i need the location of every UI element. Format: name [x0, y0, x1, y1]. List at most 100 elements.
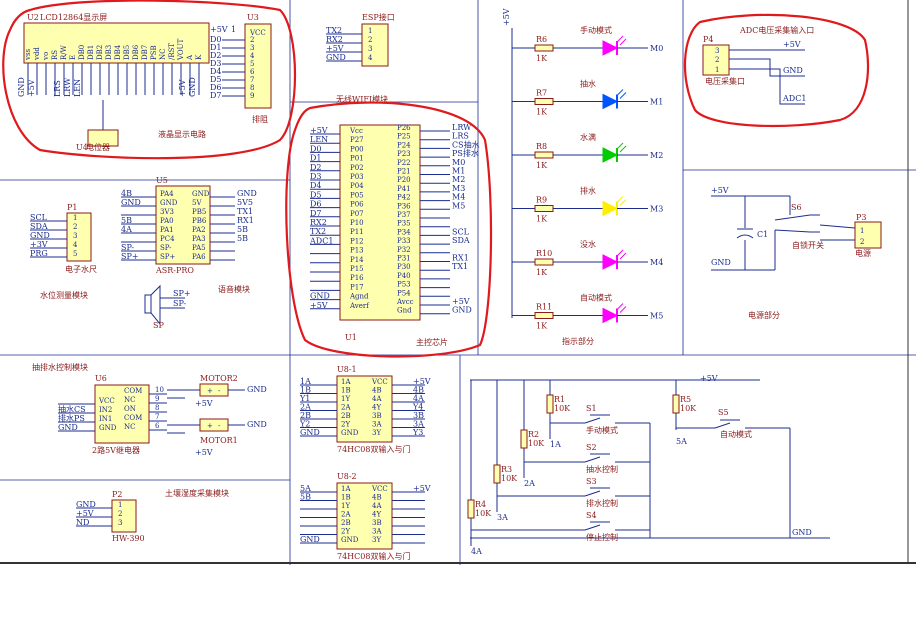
led-label: 水满 — [580, 132, 596, 142]
u3-name: 排阻 — [252, 114, 268, 124]
u1-left-pin: P16 — [350, 274, 364, 282]
u5-right-pin: PA5 — [192, 244, 206, 252]
region-dividers — [0, 0, 916, 565]
svg-text:VCC: VCC — [249, 29, 266, 37]
power-section: +5V GND C1 S6 自锁开关 P3 1 2 电源 — [711, 186, 882, 271]
svg-text:GND: GND — [247, 420, 267, 429]
key-label: 停止控制 — [586, 532, 618, 542]
gate-right-pin: 3Y — [372, 429, 381, 437]
u1-right-pin: P33 — [397, 237, 411, 245]
svg-text:-: - — [218, 387, 221, 395]
svg-text:ASR-PRO: ASR-PRO — [155, 266, 194, 275]
led-diode — [602, 200, 619, 217]
u3-pin-num: 6 — [250, 68, 255, 76]
u1-right-net: M3 — [452, 184, 465, 193]
u2-pin-label: DB6 — [132, 44, 140, 60]
u1-left-net: ADC1 — [309, 236, 333, 245]
p4-pin-num: 1 — [715, 66, 719, 74]
u1-right-pin: P31 — [397, 255, 411, 263]
u1-left-pin: P10 — [350, 219, 364, 227]
and-gate-u8-2: U8-2 74HC08双输入与门 1A5A1B5B1Y2A2B2YGNDGNDV… — [300, 472, 431, 561]
u6-pin-num: 8 — [155, 404, 159, 412]
key-ref: S3 — [586, 477, 597, 486]
esp-net: RX2 — [326, 35, 343, 44]
gate-left-pin: 2B — [341, 412, 351, 420]
speaker-sp: SP+ SP- SP — [144, 284, 191, 330]
u1-left-pin: P14 — [350, 256, 364, 264]
u4-name: 电位器 — [86, 142, 110, 152]
potentiometer-u4: U4 电位器 — [76, 100, 119, 152]
u1-right-pin: P30 — [397, 263, 411, 271]
gate-left-pin: 1B — [341, 387, 351, 395]
u1-right-pin: P20 — [397, 176, 411, 184]
u3-net: D3 — [210, 59, 222, 68]
gate-left-net: Y2 — [299, 420, 310, 429]
u1-left-net: D6 — [310, 200, 322, 209]
svg-text:10K: 10K — [680, 404, 697, 413]
gate-left-pin: 1B — [341, 494, 351, 502]
u1-right-pin: P41 — [397, 185, 411, 193]
u2-pin-label: DB2 — [96, 45, 104, 60]
gate-right-net: +5V — [413, 377, 431, 386]
svg-text:GND: GND — [188, 77, 197, 97]
svg-text:自动模式: 自动模式 — [720, 429, 752, 439]
svg-text:LEN: LEN — [73, 79, 82, 97]
u2-pin-label: A — [186, 54, 194, 61]
u2-pin-label: DB3 — [105, 45, 113, 60]
svg-text:LRW: LRW — [63, 77, 72, 97]
gate-right-net: +5V — [413, 484, 431, 493]
gate-right-pin: 3Y — [372, 536, 381, 544]
svg-text:自锁开关: 自锁开关 — [792, 240, 824, 250]
u1-left-net: D4 — [310, 181, 322, 190]
svg-text:HW-390: HW-390 — [112, 534, 145, 543]
gate-right-pin: 4B — [372, 494, 382, 502]
water-level-label: 水位测量模块 — [40, 290, 88, 300]
u1-right-net: SDA — [452, 236, 470, 245]
motors: MOTOR2 + - MOTOR1 + - GND GND +5V +5V — [167, 374, 267, 457]
led-res-value: 1K — [536, 161, 548, 170]
gate-left-net: 2A — [300, 403, 311, 412]
u1-left-net: LEN — [310, 135, 328, 144]
u2-pin-label: NC — [159, 49, 167, 60]
u3-net: D4 — [210, 67, 222, 76]
u1-left-pin: P27 — [350, 136, 364, 144]
led-res-ref: R7 — [536, 89, 547, 98]
u1-right-pin: P21 — [397, 168, 411, 176]
svg-text:SP+: SP+ — [173, 289, 191, 298]
gate-right-pin: 4Y — [372, 404, 381, 412]
u1-left-net: RX2 — [310, 218, 327, 227]
u1-left-net: D7 — [310, 209, 322, 218]
led-net: M0 — [650, 44, 663, 53]
u5-right-net: 5B — [237, 225, 248, 234]
u1-right-net: TX1 — [452, 262, 468, 271]
u1-right-pin: P37 — [397, 211, 411, 219]
svg-text:+: + — [207, 422, 213, 430]
esp-pin-num: 2 — [368, 36, 372, 44]
u5-right-pin: PA3 — [192, 235, 206, 243]
svg-text:电子水尺: 电子水尺 — [65, 264, 97, 274]
p4-wire — [729, 58, 805, 77]
gate-left-pin: 2A — [341, 511, 351, 519]
gate-right-pin: 4Y — [372, 511, 381, 519]
u1-right-pin: P25 — [397, 133, 411, 141]
u1-left-pin: P15 — [350, 265, 364, 273]
key-ref: S2 — [586, 443, 597, 452]
u6-pin-num: 6 — [155, 422, 160, 430]
u6-right-pin: COM — [124, 414, 142, 422]
u5-left-pin: PA4 — [160, 190, 174, 198]
gate-left-pin: 2Y — [341, 528, 350, 536]
lcd-section-label: 液晶显示电路 — [158, 129, 206, 139]
esp-net: TX2 — [326, 26, 342, 35]
p2-pin-num: 1 — [118, 501, 122, 509]
u1-right-pin: P35 — [397, 220, 411, 228]
u2-pin-label: vdd — [33, 47, 41, 61]
u5-left-pin: PA0 — [160, 217, 174, 225]
u2-ref: U2 — [27, 13, 39, 22]
gate-left-pin: 1A — [341, 485, 351, 493]
svg-text:1: 1 — [860, 227, 864, 235]
gate-left-pin: 2A — [341, 404, 351, 412]
u2-pin-label: DB5 — [123, 45, 131, 60]
led-label: 抽水 — [580, 79, 596, 89]
